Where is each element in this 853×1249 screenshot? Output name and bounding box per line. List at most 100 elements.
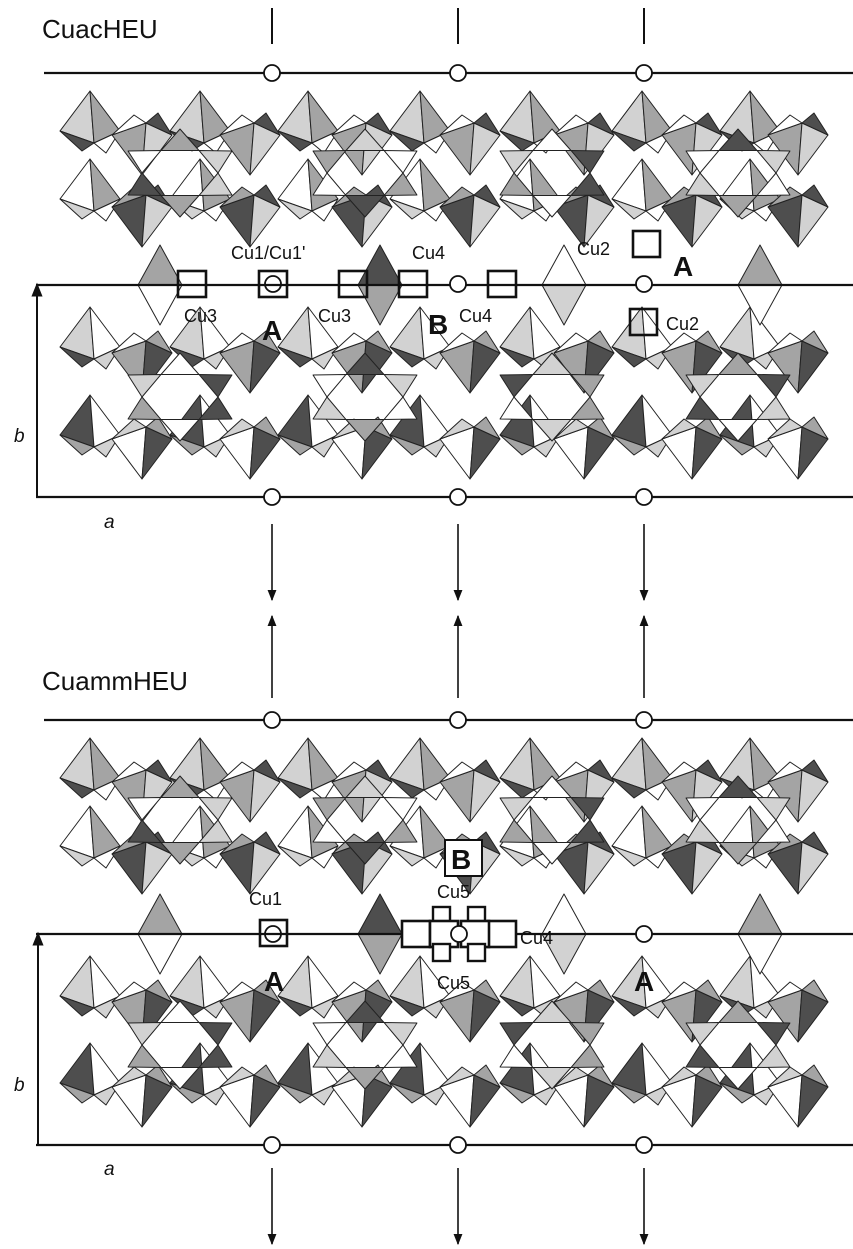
inversion-center xyxy=(449,275,467,293)
tetrahedron-face xyxy=(389,346,425,368)
tetrahedron-face xyxy=(661,981,697,1003)
tetrahedron-face xyxy=(160,128,200,151)
tetrahedron-face xyxy=(389,1082,425,1104)
tetrahedron-face xyxy=(219,981,255,1003)
tetrahedron-face xyxy=(59,434,95,456)
tetrahedron-face xyxy=(499,198,535,220)
cu2-site-marker xyxy=(628,307,659,337)
tetrahedron-face xyxy=(160,352,200,375)
tetrahedron-face xyxy=(357,893,403,935)
tetrahedron-face xyxy=(611,130,647,152)
tetrahedron-face xyxy=(383,396,418,421)
channel-label-a: A xyxy=(262,315,282,346)
tetrahedron-face xyxy=(111,418,147,440)
panel-cuacheu: CuacHEU Cu1/Cu1' Cu3 C xyxy=(14,8,853,602)
axis-label-b: b xyxy=(14,426,25,447)
tetrahedron-face xyxy=(439,418,475,440)
tetrahedron-face xyxy=(311,198,339,222)
tetrahedron-face xyxy=(253,1064,281,1088)
tetrahedron-face xyxy=(253,184,281,208)
inversion-center xyxy=(449,64,467,82)
tetrahedron-face xyxy=(219,833,255,855)
tetrahedron-face xyxy=(219,114,255,136)
tetrahedron-face xyxy=(198,1044,233,1069)
tetrahedron-face xyxy=(801,759,829,783)
tetrahedron-face xyxy=(111,114,147,136)
tetrahedron-face xyxy=(695,979,723,1003)
tetrahedron-face xyxy=(499,1021,534,1046)
tetrahedron-face xyxy=(661,114,697,136)
tetrahedron-face xyxy=(685,373,720,398)
tetrahedron-face xyxy=(277,1082,313,1104)
cu1-site-marker xyxy=(257,269,289,299)
inversion-center xyxy=(635,488,653,506)
tetrahedron-face xyxy=(277,346,313,368)
inversion-center xyxy=(635,1136,653,1154)
tetrahedron-face xyxy=(145,112,173,136)
tetrahedron-face xyxy=(767,418,803,440)
label-cu2: Cu2 xyxy=(666,314,699,334)
tetrahedron-face xyxy=(137,244,183,286)
tetrahedron-face xyxy=(345,128,385,151)
tetrahedron-face xyxy=(439,761,475,783)
tetrahedron-face xyxy=(439,1066,475,1088)
tetrahedron-face xyxy=(587,759,615,783)
cu4-site-marker xyxy=(486,919,518,949)
framework-polyhedra-top xyxy=(59,90,829,480)
tetrahedron-face xyxy=(345,419,385,442)
tetrahedron-face xyxy=(111,761,147,783)
tetrahedron-face xyxy=(389,995,425,1017)
tetrahedron-face xyxy=(219,418,255,440)
tetrahedron-face xyxy=(365,979,393,1003)
tetrahedron-face xyxy=(499,172,534,197)
tetrahedron-face xyxy=(756,172,791,197)
tetrahedron-face xyxy=(801,184,829,208)
tetrahedron-face xyxy=(389,845,425,867)
tetrahedron-face xyxy=(253,979,281,1003)
inversion-center xyxy=(263,64,281,82)
inversion-center xyxy=(263,488,281,506)
inversion-center xyxy=(635,64,653,82)
tetrahedron-face xyxy=(253,831,281,855)
tetrahedron-face xyxy=(695,112,723,136)
tetrahedron-face xyxy=(198,373,233,398)
tetrahedron-face xyxy=(111,332,147,354)
tetrahedron-face xyxy=(219,186,255,208)
inversion-center xyxy=(263,711,281,729)
tetrahedron-face xyxy=(532,1067,572,1090)
tetrahedron-face xyxy=(312,172,347,197)
tetrahedron-face xyxy=(661,1066,697,1088)
tetrahedron-face xyxy=(499,845,535,867)
cu2-site-marker xyxy=(631,229,662,259)
tetrahedron-face xyxy=(737,893,783,935)
tetrahedron-face xyxy=(611,777,647,799)
cu5-site-marker xyxy=(431,942,452,963)
tetrahedron-face xyxy=(685,149,720,174)
tetrahedron-face xyxy=(532,128,572,151)
tetrahedron-face xyxy=(311,130,339,154)
tetrahedron-face xyxy=(383,1044,418,1069)
tetrahedron-face xyxy=(553,418,589,440)
tetrahedron-face xyxy=(553,332,589,354)
tetrahedron-face xyxy=(685,172,720,197)
inversion-center xyxy=(263,1136,281,1154)
tetrahedron-face xyxy=(801,831,829,855)
tetrahedron-face xyxy=(685,1044,720,1069)
tetrahedron-face xyxy=(695,330,723,354)
tetrahedron-face xyxy=(695,416,723,440)
tetrahedron-face xyxy=(145,416,173,440)
tetrahedron-face xyxy=(331,761,367,783)
tetrahedron-face xyxy=(311,1082,339,1106)
tetrahedron-face xyxy=(198,396,233,421)
tetrahedron-face xyxy=(661,332,697,354)
tetrahedron-face xyxy=(499,819,534,844)
tetrahedron-face xyxy=(311,845,339,869)
tetrahedron-face xyxy=(695,759,723,783)
tetrahedron-face xyxy=(331,332,367,354)
tetrahedron-face xyxy=(439,186,475,208)
tetrahedron-face xyxy=(59,130,95,152)
tetrahedron-face xyxy=(661,418,697,440)
tetrahedron-face xyxy=(718,195,758,218)
tetrahedron-face xyxy=(685,1021,720,1046)
